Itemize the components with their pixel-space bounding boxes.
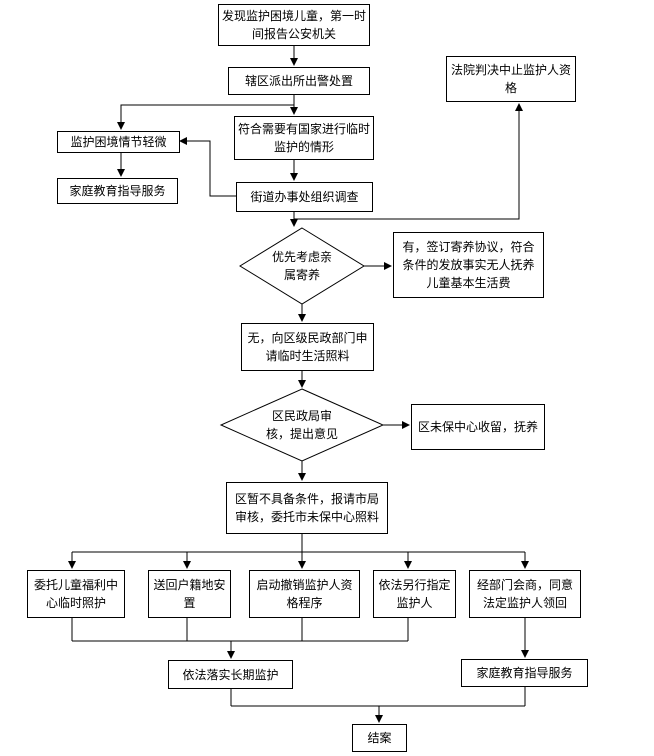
appoint-box: 依法另行指定监护人 — [373, 570, 456, 618]
kin-no-box: 无，向区级民政部门申请临时生活照料 — [241, 323, 374, 371]
civil-review-label: 区民政局审核，提出意见 — [265, 409, 338, 441]
return-home-box: 送回户籍地安置 — [148, 570, 231, 618]
family-edu-box-2: 家庭教育指导服务 — [461, 659, 588, 687]
kin-decision-diamond — [239, 227, 365, 305]
street-box: 街道办事处组织调查 — [236, 182, 373, 212]
city-review-box: 区暂不具备条件，报请市局审核，委托市未保中心照料 — [226, 482, 388, 534]
kin-decision-label: 优先考虑亲属寄养 — [271, 250, 332, 282]
civil-review-diamond — [219, 388, 385, 462]
welfare-box: 委托儿童福利中心临时照护 — [27, 570, 125, 618]
court-box: 法院判决中止监护人资格 — [446, 56, 576, 102]
meet-need-box: 符合需要有国家进行临时监护的情形 — [234, 116, 374, 160]
revoke-box: 启动撤销监护人资格程序 — [249, 570, 360, 618]
close-box: 结案 — [352, 724, 407, 752]
family-edu-box-1: 家庭教育指导服务 — [57, 178, 178, 204]
police-box: 辖区派出所出警处置 — [228, 67, 370, 95]
long-term-box: 依法落实长期监护 — [168, 660, 293, 689]
district-center-box: 区未保中心收留，抚养 — [411, 404, 545, 450]
kin-yes-box: 有，签订寄养协议，符合条件的发放事实无人抚养儿童基本生活费 — [393, 232, 544, 298]
agreed-box: 经部门会商，同意法定监护人领回 — [469, 570, 581, 618]
relieved-box: 监护困境情节轻微 — [57, 131, 180, 153]
discover-box: 发现监护困境儿童，第一时间报告公安机关 — [218, 4, 370, 46]
